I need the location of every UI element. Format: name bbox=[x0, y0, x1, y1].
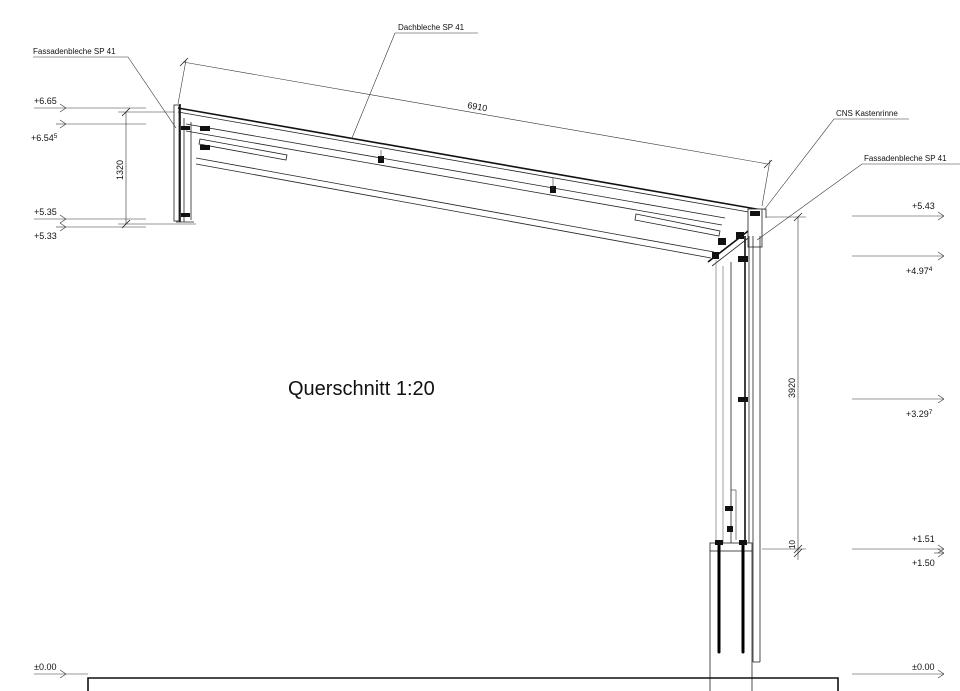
svg-text:CNS Kastenrinne: CNS Kastenrinne bbox=[836, 109, 898, 118]
level-marker: ±0.00 bbox=[852, 662, 945, 679]
dimension-small-label: 10 bbox=[788, 540, 797, 549]
dimension-span-label: 6910 bbox=[467, 100, 488, 113]
level-marker: +6.65 bbox=[34, 96, 146, 113]
svg-text:+4.974: +4.974 bbox=[906, 266, 933, 276]
dimension-span: 6910 bbox=[177, 57, 773, 207]
level-marker: ±0.00 bbox=[34, 662, 88, 679]
level-marker: +4.974 bbox=[852, 251, 945, 276]
dimension-left-height: 1320 bbox=[115, 107, 174, 229]
levels-left: +6.65 +6.545 +5.35 +5.33 bbox=[31, 96, 146, 679]
gutter bbox=[747, 208, 767, 248]
svg-text:+5.35: +5.35 bbox=[34, 207, 57, 217]
drawing-title: Querschnitt 1:20 bbox=[288, 378, 435, 400]
dimension-left-height-label: 1320 bbox=[115, 160, 125, 180]
label-fassade-right: Fassadenbleche SP 41 bbox=[756, 154, 960, 241]
svg-text:+6.545: +6.545 bbox=[31, 133, 58, 143]
svg-text:+5.33: +5.33 bbox=[34, 231, 57, 241]
dimension-right-height-label: 3920 bbox=[787, 378, 797, 398]
roof-structure bbox=[177, 107, 763, 267]
right-column bbox=[715, 236, 761, 663]
level-marker: +3.297 bbox=[852, 394, 945, 419]
svg-text:+5.43: +5.43 bbox=[912, 201, 935, 211]
label-dach: Dachbleche SP 41 bbox=[351, 23, 478, 139]
svg-text:±0.00: ±0.00 bbox=[912, 662, 934, 672]
label-fassade-left: Fassadenbleche SP 41 bbox=[33, 47, 177, 129]
label-rinne: CNS Kastenrinne bbox=[763, 109, 909, 211]
foundation bbox=[87, 540, 839, 691]
svg-text:Fassadenbleche SP 41: Fassadenbleche SP 41 bbox=[864, 154, 947, 163]
svg-text:+1.50: +1.50 bbox=[912, 558, 935, 568]
svg-text:±0.00: ±0.00 bbox=[34, 662, 56, 672]
svg-text:+1.51: +1.51 bbox=[912, 534, 935, 544]
level-marker: +1.51 bbox=[852, 534, 945, 554]
left-facade bbox=[173, 104, 196, 225]
level-marker: +6.545 bbox=[31, 119, 146, 143]
svg-text:+6.65: +6.65 bbox=[34, 96, 57, 106]
svg-text:Dachbleche SP 41: Dachbleche SP 41 bbox=[398, 23, 465, 32]
levels-right: +5.43 +4.974 +3.297 +1.51 +1.50 bbox=[852, 201, 945, 679]
svg-text:Fassadenbleche SP 41: Fassadenbleche SP 41 bbox=[33, 47, 116, 56]
dimension-right-height: 3920 10 bbox=[762, 212, 806, 560]
level-marker: +1.50 bbox=[912, 548, 945, 568]
level-marker: +5.35 bbox=[34, 207, 146, 224]
level-marker: +5.43 bbox=[852, 201, 945, 221]
svg-text:+3.297: +3.297 bbox=[906, 409, 933, 419]
level-marker: +5.33 bbox=[34, 222, 146, 241]
